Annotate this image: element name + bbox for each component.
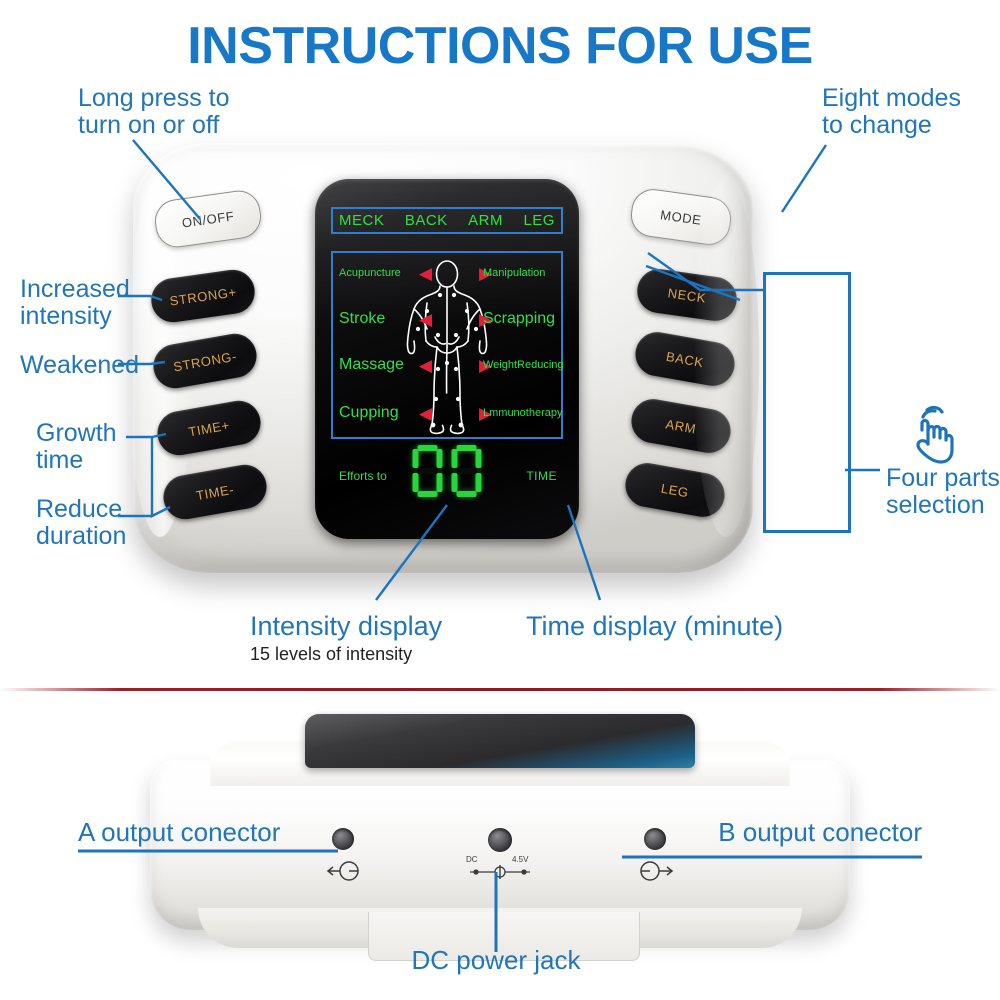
arrow-right-icon: ▶: [479, 263, 493, 283]
output-b-icon: [640, 861, 674, 881]
arrow-right-icon: ▶: [479, 355, 493, 375]
dc-polarity-icon: DC 4.5V: [466, 855, 530, 879]
tap-hand-icon: [916, 405, 954, 464]
neck-button[interactable]: NECK: [634, 266, 740, 324]
part-label-back: BACK: [404, 212, 448, 229]
output-a-icon: [326, 861, 359, 881]
efforts-to-label: Efforts to: [339, 469, 387, 483]
time-plus-button[interactable]: TIME+: [153, 397, 265, 459]
annotation-on-off: Long press to turn on or off: [78, 84, 230, 139]
dc-label: DC: [466, 855, 478, 864]
strong-plus-button[interactable]: STRONG+: [148, 266, 258, 326]
mode-right-weightreducing: WeightReducing: [483, 359, 564, 371]
back-button[interactable]: BACK: [631, 328, 739, 390]
seven-segment-digits: [412, 445, 482, 497]
time-label: TIME: [526, 469, 557, 483]
device-front-body: MECK BACK ARM LEG: [127, 143, 759, 573]
screen-parts-row: MECK BACK ARM LEG: [331, 207, 563, 234]
four-parts-highlight-box: [763, 272, 851, 533]
mode-row: Stroke ◀ ▶ Scrapping: [333, 307, 561, 331]
section-divider: [0, 688, 1000, 691]
mode-left-stroke: Stroke: [339, 310, 386, 327]
arrow-left-icon: ◀: [419, 355, 433, 375]
intensity-digit: [412, 445, 443, 497]
part-label-neck: MECK: [339, 212, 385, 229]
leg-button[interactable]: LEG: [621, 459, 729, 521]
annotation-b-output: B output conector: [718, 817, 922, 847]
arm-button[interactable]: ARM: [627, 395, 735, 457]
voltage-label: 4.5V: [512, 855, 529, 864]
mode-left-cupping: Cupping: [339, 404, 399, 421]
screen-mode-grid: Acupuncture ◀ ▶ Manipulation Stroke ◀ ▶ …: [331, 251, 564, 439]
time-digit: [451, 445, 482, 497]
mode-right-manipulation: Manipulation: [483, 267, 546, 279]
annotation-four-parts: Four parts selection: [886, 464, 1000, 519]
time-minus-button[interactable]: TIME-: [159, 461, 271, 523]
mode-right-scrapping: Scrapping: [483, 310, 556, 327]
strong-minus-button[interactable]: STRONG-: [149, 330, 261, 392]
mode-right-lmmunotherapy: Lmmunotherapy: [483, 407, 563, 419]
device-bottom-top-screen: [305, 714, 695, 768]
annotation-time-display: Time display (minute): [526, 611, 784, 641]
annotation-eight-modes: Eight modes to change: [822, 84, 961, 139]
part-label-arm: ARM: [468, 212, 503, 229]
arrow-right-icon: ▶: [479, 309, 493, 329]
page-title: INSTRUCTIONS FOR USE: [187, 17, 813, 75]
annotation-a-output: A output conector: [78, 817, 281, 847]
mode-button[interactable]: MODE: [628, 186, 734, 248]
battery-door: [368, 912, 640, 961]
annotation-reduce-duration: Reduce duration: [36, 495, 127, 550]
on-off-button[interactable]: ON/OFF: [152, 187, 264, 251]
mode-row: Massage ◀ ▶ WeightReducing: [333, 353, 564, 377]
part-label-leg: LEG: [523, 212, 555, 229]
output-a-jack[interactable]: [332, 828, 354, 850]
device-bottom-body: DC 4.5V: [150, 714, 850, 961]
mode-row: Acupuncture ◀ ▶ Manipulation: [333, 261, 561, 285]
mode-left-acupuncture: Acupuncture: [339, 267, 401, 279]
arrow-left-icon: ◀: [419, 309, 433, 329]
device-screen: MECK BACK ARM LEG: [315, 179, 579, 539]
screen-value-area: Efforts to TIME: [315, 441, 579, 505]
annotation-intensity-display: Intensity display 15 levels of intensity: [250, 611, 443, 665]
arrow-right-icon: ▶: [479, 403, 493, 423]
mode-left-massage: Massage: [339, 356, 404, 373]
arrow-left-icon: ◀: [419, 263, 433, 283]
annotation-increased-intensity: Increased intensity: [20, 275, 130, 330]
annotation-weakened: Weakened: [20, 351, 140, 379]
dc-power-jack[interactable]: [488, 828, 512, 852]
human-body-figure: [406, 260, 488, 435]
mode-row: Cupping ◀ ▶ Lmmunotherapy: [333, 401, 563, 425]
output-b-jack[interactable]: [644, 828, 666, 850]
annotation-growth-time: Growth time: [36, 419, 117, 474]
arrow-left-icon: ◀: [419, 403, 433, 423]
annotation-dc-power-jack: DC power jack: [411, 945, 581, 975]
